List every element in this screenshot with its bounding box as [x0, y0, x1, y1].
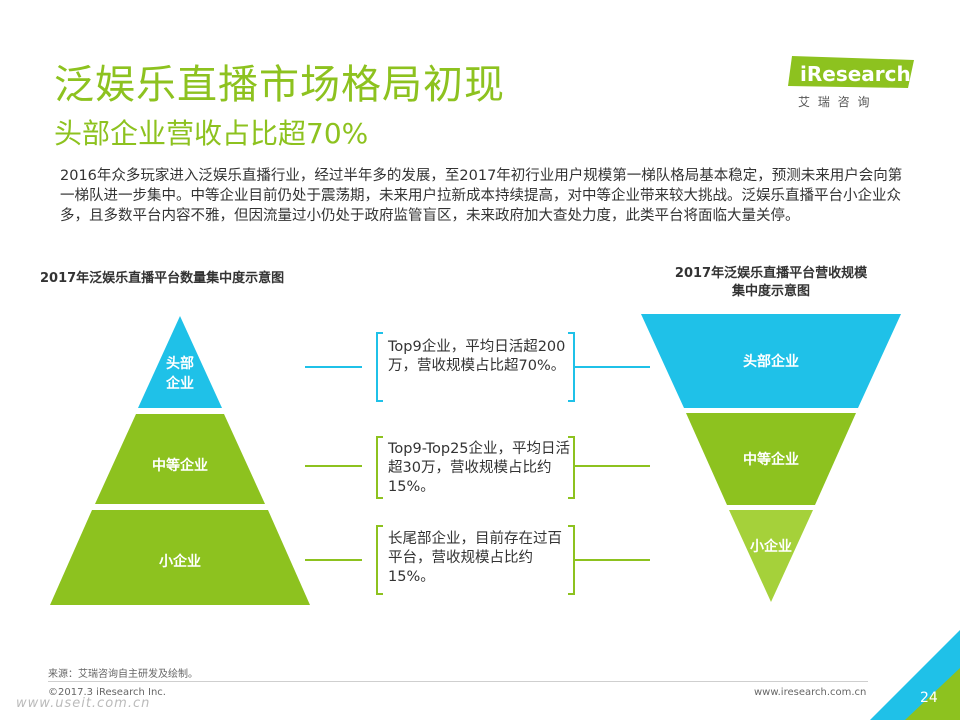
pyramid-tier-head	[138, 316, 222, 408]
connector-middle	[305, 436, 650, 499]
iresearch-logo: iResearch 艾 瑞 咨 询	[780, 52, 920, 114]
source-note: 来源：艾瑞咨询自主研发及绘制。	[48, 669, 198, 680]
desc-small: 长尾部企业，目前存在过百平台，营收规模占比约15%。	[388, 531, 562, 585]
funnel-tier-small	[729, 510, 813, 602]
right-chart-title: 2017年泛娱乐直播平台营收规模 集中度示意图	[636, 265, 906, 301]
page-number: 24	[920, 690, 938, 706]
funnel-small-label: 小企业	[750, 538, 792, 555]
page-title: 泛娱乐直播市场格局初现	[54, 62, 505, 108]
logo-cn: 艾 瑞 咨 询	[798, 94, 871, 109]
funnel-tier-middle	[686, 413, 856, 505]
pyramid-tier-small	[50, 510, 310, 605]
connector-head	[305, 332, 650, 402]
pyramid-middle-label: 中等企业	[152, 457, 208, 474]
desc-middle: Top9-Top25企业，平均日活超30万，营收规模占比约15%。	[388, 441, 571, 495]
pyramid-tier-middle	[95, 414, 265, 504]
corner-decoration-green	[905, 668, 960, 720]
right-chart-title-line1: 2017年泛娱乐直播平台营收规模	[674, 266, 868, 281]
copyright: ©2017.3 iResearch Inc.	[48, 687, 166, 698]
connector-small	[305, 525, 650, 595]
intro-paragraph: 2016年众多玩家进入泛娱乐直播行业，经过半年多的发展，至2017年初行业用户规…	[60, 168, 903, 224]
logo-brand: iResearch	[800, 62, 911, 86]
pyramid-head-label-1: 头部	[166, 355, 194, 372]
pyramid-small-label: 小企业	[159, 553, 201, 570]
funnel-tier-head	[641, 314, 901, 408]
website-link[interactable]: www.iresearch.com.cn	[754, 687, 867, 698]
funnel-head-label: 头部企业	[743, 353, 799, 370]
footer-divider	[48, 681, 868, 682]
right-chart-title-line2: 集中度示意图	[731, 284, 810, 299]
left-chart-title: 2017年泛娱乐直播平台数量集中度示意图	[40, 271, 285, 286]
pyramid-head-label-2: 企业	[165, 375, 194, 392]
funnel-middle-label: 中等企业	[743, 451, 799, 468]
page-subtitle: 头部企业营收占比超70%	[54, 117, 369, 150]
watermark: www.useit.com.cn	[16, 696, 151, 711]
desc-head: Top9企业，平均日活超200万，营收规模占比超70%。	[388, 339, 566, 374]
